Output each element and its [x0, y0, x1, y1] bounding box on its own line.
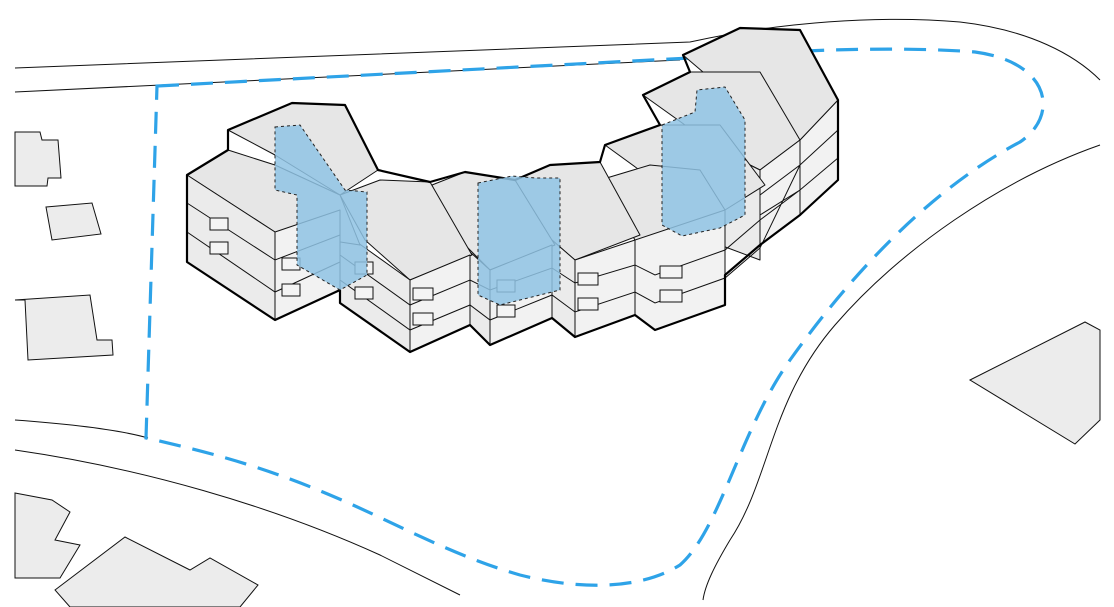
road-bottom-upper-edge: [14, 419, 149, 439]
highlight-volume-center: [477, 175, 561, 306]
balcony: [354, 286, 374, 300]
neighbor-building: [54, 536, 259, 607]
highlight-volume-right: [661, 86, 746, 237]
floor-lines: [186, 129, 839, 331]
neighbor-building: [14, 492, 81, 579]
road-bottom-lower-edge: [14, 449, 461, 596]
neighbor-building: [14, 131, 62, 187]
balcony: [412, 312, 434, 326]
balcony: [496, 304, 516, 318]
building-massing: [185, 26, 840, 354]
highlighted-volumes: [274, 86, 746, 306]
road-right-edge: [702, 144, 1101, 601]
balcony: [209, 241, 229, 255]
neighbor-building: [14, 294, 114, 361]
balcony: [412, 287, 434, 301]
road-top-edge: [14, 18, 1101, 81]
balcony: [577, 297, 599, 311]
neighbor-buildings: [14, 131, 1101, 607]
balcony: [281, 283, 301, 297]
balcony: [659, 289, 683, 303]
balcony: [659, 265, 683, 279]
balcony: [577, 272, 599, 286]
site-boundary: [144, 47, 1045, 587]
neighbor-building: [968, 321, 1101, 445]
building-outline: [185, 26, 840, 354]
balcony: [209, 217, 229, 231]
highlight-volume-left: [274, 124, 368, 291]
neighbor-building: [45, 202, 102, 241]
